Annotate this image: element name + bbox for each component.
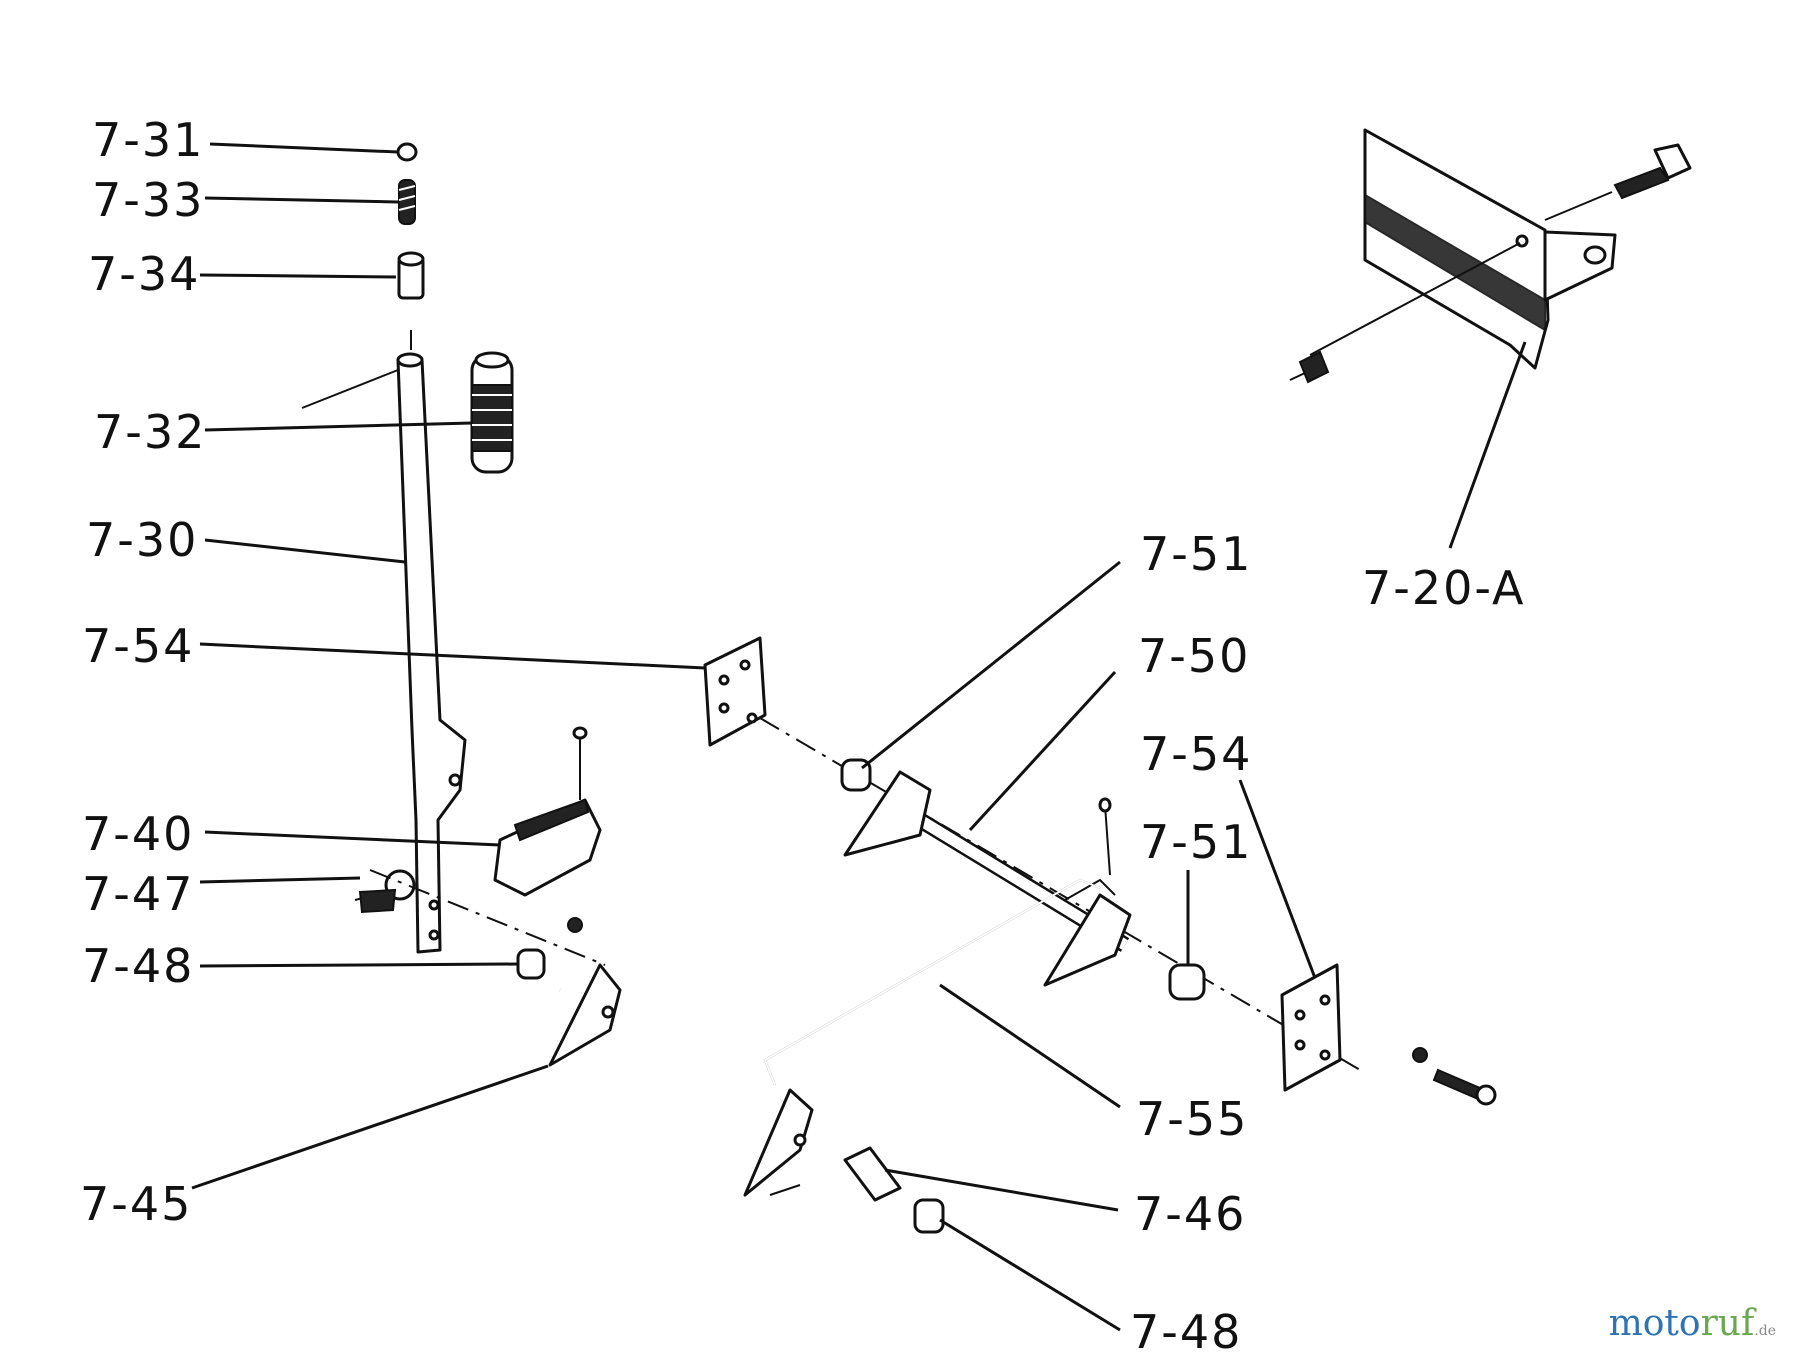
- watermark-part-a: moto: [1608, 1303, 1701, 1344]
- callout-7-51-upper: 7-51: [1140, 527, 1252, 581]
- callout-7-45: 7-45: [80, 1177, 192, 1231]
- leader-7-30: [204, 538, 406, 564]
- leader-7-54b: [1238, 779, 1317, 979]
- callout-7-20-A: 7-20-A: [1362, 561, 1525, 615]
- leader-lines: [191, 142, 1527, 1332]
- leader-7-31: [209, 142, 399, 154]
- callout-7-55: 7-55: [1136, 1092, 1248, 1146]
- callout-7-48-lower: 7-48: [1130, 1305, 1242, 1359]
- leader-7-40: [204, 830, 501, 847]
- callout-7-40: 7-40: [82, 807, 194, 861]
- watermark-part-b: ruf: [1700, 1303, 1755, 1344]
- leader-7-32: [204, 421, 473, 432]
- leader-7-20-A: [1448, 341, 1527, 549]
- part-7-55-rod: [763, 878, 1101, 1086]
- watermark-part-c: .de: [1754, 1323, 1776, 1339]
- part-7-48-bushing-upper: [516, 948, 546, 980]
- part-7-54-plate-left: [703, 636, 767, 747]
- callout-7-50: 7-50: [1138, 629, 1250, 683]
- part-7-48-bushing-lower: [913, 1198, 945, 1234]
- part-7-34-bushing: [397, 251, 425, 300]
- callout-7-34: 7-34: [88, 247, 200, 301]
- part-7-47-roller: [354, 869, 416, 914]
- callout-7-51-lower: 7-51: [1140, 815, 1252, 869]
- leader-7-54a: [199, 642, 706, 670]
- callout-7-31: 7-31: [92, 113, 204, 167]
- part-7-20-A-bracket: [1289, 128, 1692, 384]
- leader-7-50: [968, 670, 1117, 832]
- part-7-31-cap: [396, 142, 418, 162]
- leader-7-47: [199, 876, 361, 884]
- callout-7-54-left: 7-54: [82, 619, 194, 673]
- leader-7-46: [884, 1168, 1119, 1212]
- leader-7-51a: [861, 560, 1121, 770]
- callout-7-32: 7-32: [94, 405, 206, 459]
- callout-7-46: 7-46: [1134, 1187, 1246, 1241]
- leader-7-48a: [199, 962, 519, 968]
- part-7-45-axle: [548, 963, 814, 1197]
- leader-7-48b: [939, 1218, 1121, 1332]
- leader-7-55: [939, 983, 1121, 1109]
- watermark-logo: motoruf.de: [1609, 1303, 1776, 1344]
- part-7-32-grip: [470, 351, 514, 474]
- part-7-50-shaft: [843, 770, 1132, 987]
- callout-labels: 7-31 7-33 7-34 7-32 7-30 7-54 7-40 7-47 …: [80, 113, 1525, 1359]
- callout-7-48-upper: 7-48: [82, 939, 194, 993]
- part-7-51-bushing-lower: [1168, 963, 1206, 1001]
- callout-7-30: 7-30: [86, 513, 198, 567]
- part-7-54-plate-right: [1280, 963, 1342, 1092]
- callout-7-47: 7-47: [82, 867, 194, 921]
- leader-7-45: [191, 1064, 549, 1190]
- leader-7-34: [199, 273, 397, 279]
- callout-7-33: 7-33: [92, 173, 204, 227]
- callout-7-54-right: 7-54: [1140, 727, 1252, 781]
- leader-7-33: [204, 196, 399, 204]
- part-7-40-bracket: [493, 726, 602, 933]
- part-7-46-pin: [843, 1146, 902, 1202]
- part-7-33-spring: [398, 179, 416, 225]
- part-bolt-right: [1412, 1047, 1497, 1106]
